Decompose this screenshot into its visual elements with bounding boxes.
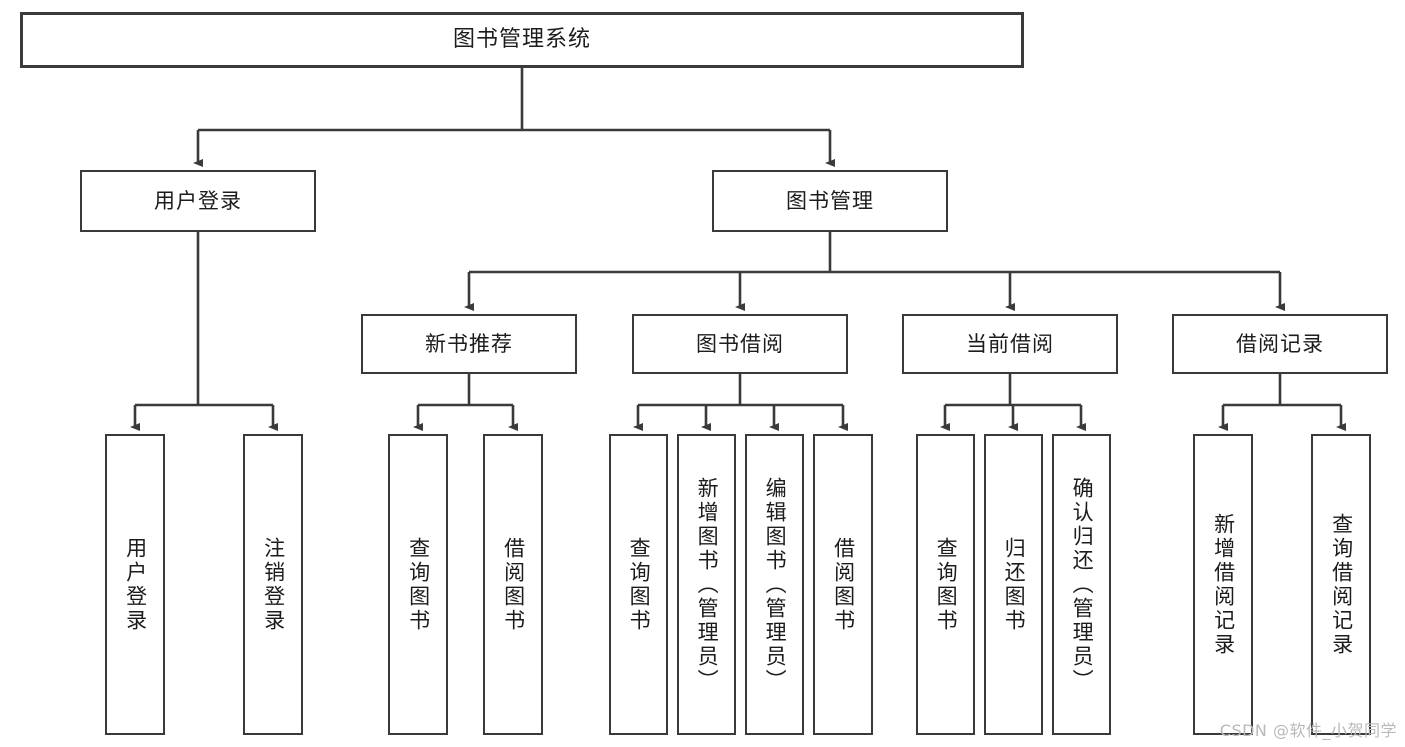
node-current-borrow-label: 当前借阅 — [966, 331, 1054, 356]
leaf-newbooks-borrow-book-label: 借阅图书 — [501, 536, 526, 633]
leaf-bookborrow-edit-book-admin[interactable]: 编辑图书（管理员） — [745, 434, 804, 735]
leaf-user-login[interactable]: 用户登录 — [105, 434, 165, 735]
leaf-currentborrow-return-book-label: 归还图书 — [1002, 536, 1027, 633]
leaf-newbooks-borrow-book[interactable]: 借阅图书 — [483, 434, 543, 735]
leaf-currentborrow-query-book[interactable]: 查询图书 — [916, 434, 975, 735]
node-user-login-label: 用户登录 — [154, 188, 242, 213]
leaf-bookborrow-add-book-admin-label: 新增图书（管理员） — [695, 476, 720, 693]
leaf-borrowrecord-add-record[interactable]: 新增借阅记录 — [1193, 434, 1253, 735]
node-borrow-record[interactable]: 借阅记录 — [1172, 314, 1388, 374]
node-root[interactable]: 图书管理系统 — [20, 12, 1024, 68]
leaf-newbooks-query-book[interactable]: 查询图书 — [388, 434, 448, 735]
leaf-user-logout-label: 注销登录 — [261, 536, 286, 633]
node-new-book-recommend-label: 新书推荐 — [425, 331, 513, 356]
node-book-management[interactable]: 图书管理 — [712, 170, 948, 232]
csdn-watermark: CSDN @软件_小贺同学 — [1219, 721, 1397, 740]
node-book-borrow-label: 图书借阅 — [696, 331, 784, 356]
node-root-label: 图书管理系统 — [452, 27, 591, 53]
leaf-bookborrow-add-book-admin[interactable]: 新增图书（管理员） — [677, 434, 736, 735]
leaf-newbooks-query-book-label: 查询图书 — [406, 536, 431, 633]
node-current-borrow[interactable]: 当前借阅 — [902, 314, 1118, 374]
leaf-borrowrecord-add-record-label: 新增借阅记录 — [1211, 512, 1236, 657]
node-new-book-recommend[interactable]: 新书推荐 — [361, 314, 577, 374]
leaf-bookborrow-borrow-book-label: 借阅图书 — [831, 536, 856, 633]
leaf-user-logout[interactable]: 注销登录 — [243, 434, 303, 735]
leaf-currentborrow-confirm-return-admin-label: 确认归还（管理员） — [1070, 476, 1095, 693]
leaf-borrowrecord-query-record[interactable]: 查询借阅记录 — [1311, 434, 1371, 735]
node-borrow-record-label: 借阅记录 — [1236, 331, 1324, 356]
leaf-bookborrow-borrow-book[interactable]: 借阅图书 — [813, 434, 873, 735]
leaf-currentborrow-confirm-return-admin[interactable]: 确认归还（管理员） — [1052, 434, 1111, 735]
leaf-borrowrecord-query-record-label: 查询借阅记录 — [1329, 512, 1354, 657]
node-book-borrow[interactable]: 图书借阅 — [632, 314, 848, 374]
leaf-user-login-label: 用户登录 — [123, 536, 148, 633]
node-book-management-label: 图书管理 — [786, 188, 874, 213]
node-user-login[interactable]: 用户登录 — [80, 170, 316, 232]
leaf-bookborrow-query-book[interactable]: 查询图书 — [609, 434, 668, 735]
leaf-currentborrow-query-book-label: 查询图书 — [934, 536, 959, 633]
leaf-currentborrow-return-book[interactable]: 归还图书 — [984, 434, 1043, 735]
leaf-bookborrow-edit-book-admin-label: 编辑图书（管理员） — [763, 476, 788, 693]
leaf-bookborrow-query-book-label: 查询图书 — [627, 536, 652, 633]
